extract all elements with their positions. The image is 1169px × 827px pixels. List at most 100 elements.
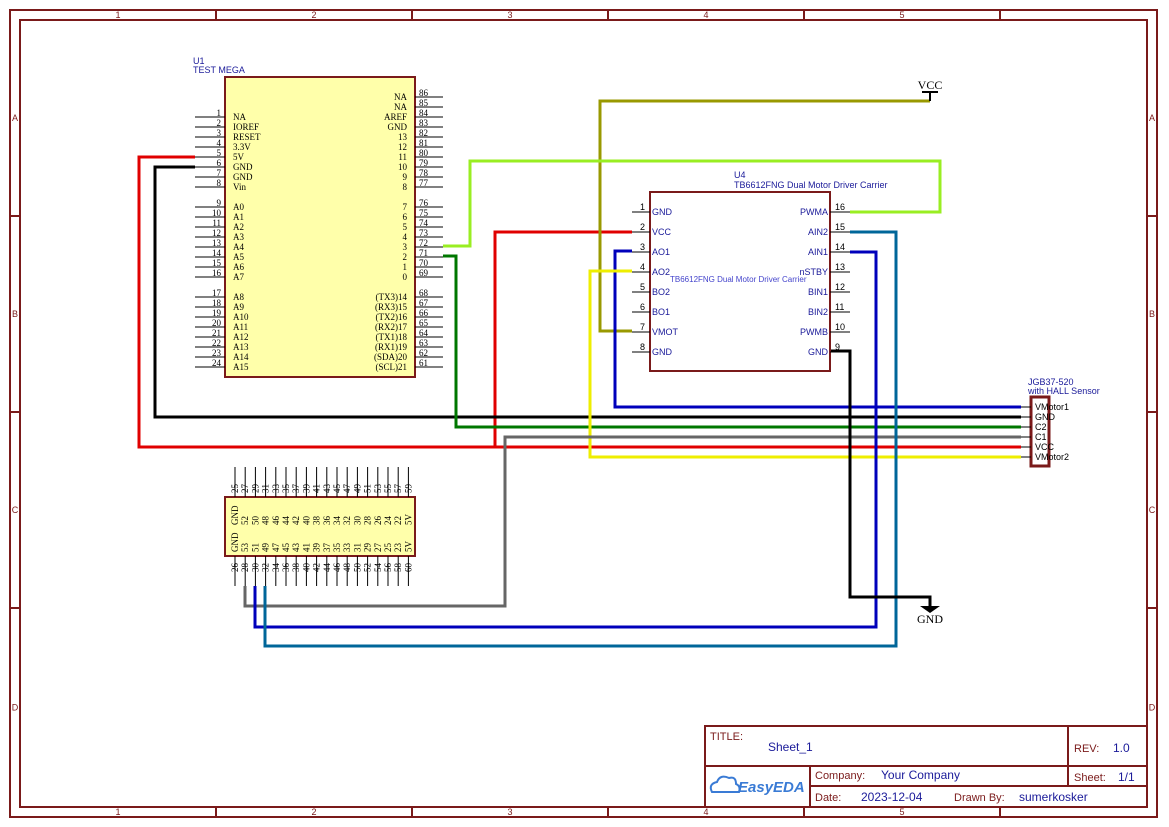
u1-pin-number: 66 [419, 308, 429, 318]
u1-pin-number: 1 [217, 108, 222, 118]
u1-pin-number: 68 [419, 288, 429, 298]
wire-ao1 [613, 249, 1021, 409]
wire-c2 [443, 254, 1021, 429]
u1-pin-name: A10 [233, 312, 249, 322]
u1-pin-name: A0 [233, 202, 244, 212]
header-top-pin-number: 39 [301, 484, 311, 494]
motor-pin-name: C2 [1035, 422, 1047, 432]
u1-body [224, 76, 416, 378]
header-bottom-pin-name: 33 [342, 543, 352, 553]
header-bottom-pin-number: 54 [373, 563, 383, 573]
u1-pin-name: NA [394, 102, 407, 112]
col-label-top: 1 [115, 10, 120, 20]
header-bottom-pin-name: 29 [363, 543, 373, 553]
header-bottom-pin-name: 31 [352, 543, 362, 552]
col-label-bottom: 2 [311, 807, 316, 817]
u1-pin-number: 20 [212, 318, 222, 328]
row-label-left: A [12, 113, 18, 123]
u1-pin-number: 9 [217, 198, 222, 208]
motor-name: JGB37-520 [1028, 377, 1074, 387]
u1-pin-name: GND [388, 122, 408, 132]
u1-pin-number: 8 [217, 178, 222, 188]
header-top-pin-name: 38 [312, 516, 322, 526]
header-top-pin-number: 29 [250, 484, 260, 494]
col-label-top: 2 [311, 10, 316, 20]
u4-driver[interactable]: U4 TB6612FNG Dual Motor Driver Carrier T… [632, 170, 888, 372]
u1-pin-number: 3 [217, 128, 222, 138]
u1-pin-number: 81 [419, 138, 428, 148]
wire-ao2 [588, 269, 1021, 459]
header-top-pin-name: GND [230, 505, 240, 525]
header-top-pin-number: 27 [240, 484, 250, 494]
header-bottom-pin-name: GND [230, 532, 240, 552]
u4-pin-number: 3 [640, 242, 645, 252]
u4-pin-name: AIN1 [808, 247, 828, 257]
header-top-pin-number: 49 [352, 484, 362, 494]
vcc-symbol: VCC [918, 78, 942, 101]
u1-pin-number: 78 [419, 168, 429, 178]
header-top-pin-number: 41 [312, 484, 322, 493]
row-label-right: D [1149, 703, 1156, 713]
u1-pin-number: 10 [212, 208, 222, 218]
u1-pin-name: A14 [233, 352, 249, 362]
u1-pin-name: A15 [233, 362, 249, 372]
motor-pin-name: VMotor1 [1035, 402, 1069, 412]
header-top-pin-name: 24 [383, 516, 393, 526]
u4-pin-number: 10 [835, 322, 845, 332]
u4-pin-name: BO1 [652, 307, 670, 317]
motor-connector[interactable]: JGB37-520 with HALL Sensor VMotor1GNDC2C… [1021, 377, 1100, 468]
u1-pin-name: Vin [233, 182, 246, 192]
header-top-pin-name: 36 [322, 516, 332, 526]
header-bottom-pin-name: 25 [383, 543, 393, 553]
col-label-bottom: 1 [115, 807, 120, 817]
u4-pin-number: 2 [640, 222, 645, 232]
header-bottom-pin-name: 5V [403, 541, 413, 553]
u4-pin-number: 14 [835, 242, 845, 252]
u1-pin-number: 15 [212, 258, 222, 268]
header-bottom-pin-number: 32 [261, 563, 271, 572]
u1-pin-name: A3 [233, 232, 244, 242]
header-bottom-pin-name: 35 [332, 543, 342, 553]
gnd-symbol: GND [917, 606, 943, 626]
company-label: Company: [815, 770, 865, 782]
header-bottom-pin-number: 44 [322, 563, 332, 573]
header-top-pin-name: 32 [342, 516, 352, 525]
u1-pin-number: 14 [212, 248, 222, 258]
u4-pin-name: BO2 [652, 287, 670, 297]
u1-pin-number: 23 [212, 348, 222, 358]
u1-pin-name: 13 [398, 132, 408, 142]
u4-pin-name: GND [808, 347, 829, 357]
u1-pin-number: 80 [419, 148, 429, 158]
u1-pin-number: 6 [217, 158, 222, 168]
u4-pin-number: 8 [640, 342, 645, 352]
u1-pin-number: 69 [419, 268, 429, 278]
row-label-right: B [1149, 309, 1155, 319]
u1-pin-number: 72 [419, 238, 428, 248]
u1-pin-number: 74 [419, 218, 429, 228]
header-bottom-pin-number: 30 [250, 563, 260, 573]
title-block: TITLE: Sheet_1 REV: 1.0 Company: Your Co… [704, 725, 1148, 808]
u1-pin-number: 24 [212, 358, 222, 368]
u1-pin-name: NA [394, 92, 407, 102]
u1-pin-name: NA [233, 112, 246, 122]
header-top-pin-number: 37 [291, 484, 301, 494]
u1-pin-name: 6 [403, 212, 408, 222]
rev-label: REV: [1074, 743, 1099, 755]
sheet-label: Sheet: [1074, 772, 1106, 784]
u4-pin-name: AIN2 [808, 227, 828, 237]
u1-pin-name: RESET [233, 132, 261, 142]
wire-gnd-motor [153, 165, 1021, 419]
row-label-left: B [12, 309, 18, 319]
wire-gnd-driver [830, 349, 932, 606]
u4-pin-number: 5 [640, 282, 645, 292]
header-top-pin-name: 34 [332, 516, 342, 526]
header-bottom-pin-number: 38 [291, 563, 301, 573]
u1-pin-number: 70 [419, 258, 429, 268]
cloud-icon [709, 775, 741, 793]
u1-pin-name: 2 [403, 252, 408, 262]
header-top-pin-number: 53 [373, 484, 383, 494]
logo-text: EasyEDA [738, 779, 805, 796]
